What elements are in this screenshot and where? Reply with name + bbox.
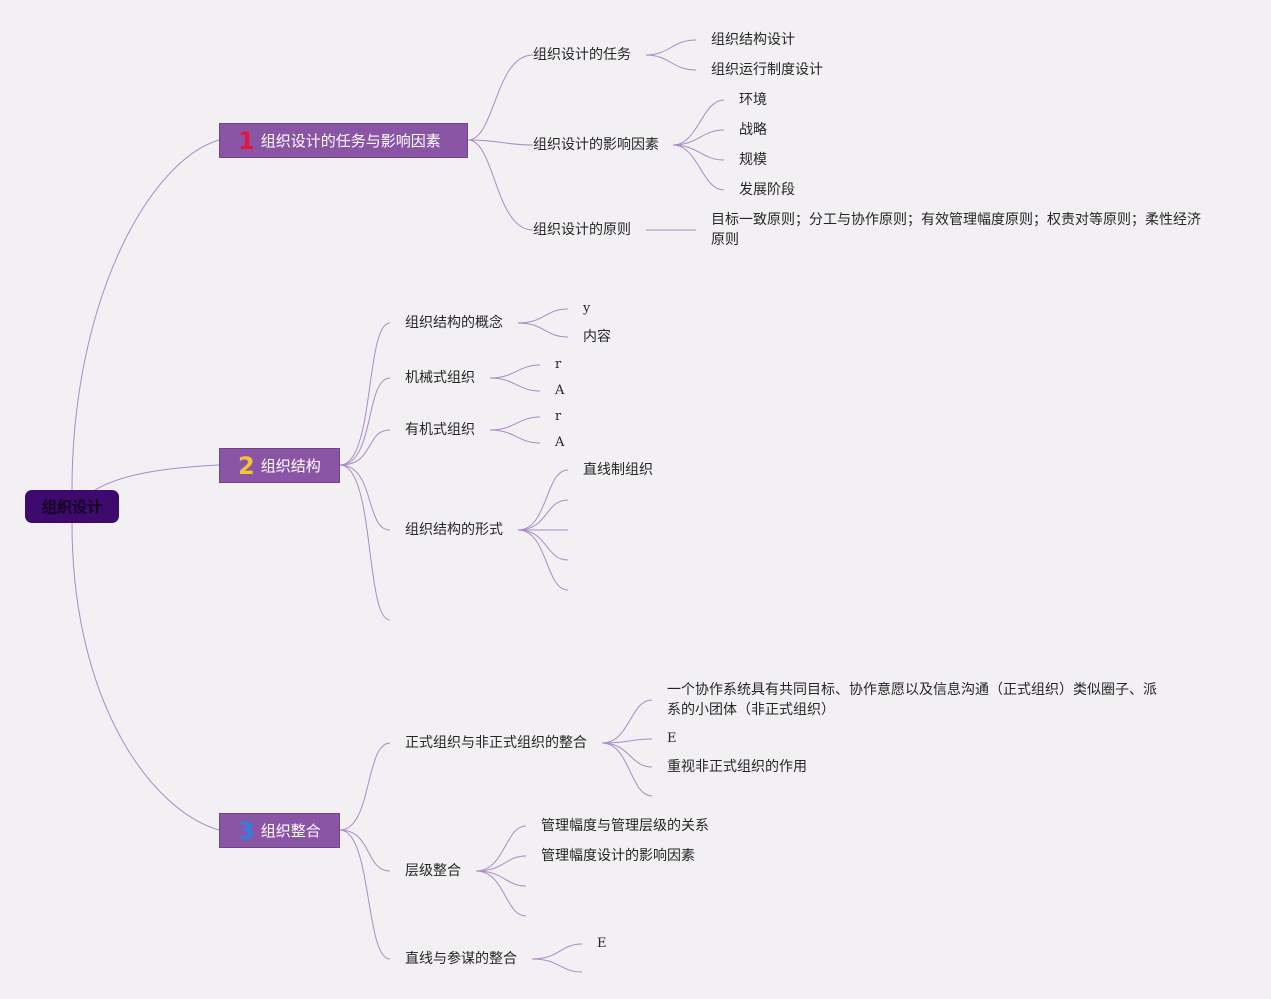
leaf-topic[interactable]: 战略 — [739, 122, 767, 138]
leaf-topic[interactable]: 直线制组织 — [583, 462, 653, 478]
subtopic[interactable]: 组织设计的影响因素 — [533, 137, 659, 153]
leaf-topic[interactable]: 重视非正式组织的作用 — [667, 759, 807, 775]
leaf-topic[interactable]: 目标一致原则；分工与协作原则；有效管理幅度原则；权责对等原则；柔性经济原则 — [711, 212, 1201, 248]
leaf-topic[interactable]: 内容 — [583, 329, 611, 345]
subtopic[interactable]: 层级整合 — [405, 863, 461, 879]
branch-topic-2[interactable]: 2 组织结构 — [219, 448, 340, 483]
subtopic[interactable]: 正式组织与非正式组织的整合 — [405, 735, 587, 751]
subtopic[interactable]: 直线与参谋的整合 — [405, 951, 517, 967]
leaf-topic[interactable]: y — [583, 301, 591, 316]
root-topic-label: 组织设计 — [41, 498, 102, 516]
subtopic[interactable]: 机械式组织 — [405, 370, 475, 386]
leaf-topic[interactable]: A — [555, 383, 565, 398]
leaf-topic[interactable]: r — [555, 357, 562, 372]
leaf-topic[interactable]: 环境 — [739, 92, 767, 108]
leaf-topic[interactable]: 发展阶段 — [739, 182, 795, 198]
branch-topic-label: 组织设计的任务与影响因素 — [260, 132, 441, 150]
leaf-topic[interactable]: A — [555, 435, 565, 450]
leaf-topic[interactable]: 管理幅度设计的影响因素 — [541, 848, 695, 864]
leaf-topic[interactable]: 管理幅度与管理层级的关系 — [541, 818, 709, 834]
leaf-topic[interactable]: E — [597, 936, 607, 951]
branch-number-1: 1 — [238, 126, 255, 155]
leaf-topic[interactable]: E — [667, 731, 677, 746]
subtopic[interactable]: 组织结构的概念 — [405, 315, 503, 331]
root-topic[interactable]: 组织设计 — [25, 490, 119, 523]
leaf-topic[interactable]: 组织运行制度设计 — [711, 62, 823, 78]
leaf-topic[interactable]: r — [555, 409, 562, 424]
subtopic[interactable]: 组织结构的形式 — [405, 522, 503, 538]
subtopic[interactable]: 组织设计的任务 — [533, 47, 631, 63]
branch-topic-3[interactable]: 3 组织整合 — [219, 813, 340, 848]
leaf-topic[interactable]: 规模 — [739, 152, 767, 168]
subtopic[interactable]: 有机式组织 — [405, 422, 475, 438]
branch-number-2: 2 — [238, 451, 255, 480]
leaf-topic[interactable]: 一个协作系统具有共同目标、协作意愿以及信息沟通（正式组织）类似圈子、派系的小团体… — [667, 682, 1157, 718]
subtopic[interactable]: 组织设计的原则 — [533, 222, 631, 238]
branch-number-3: 3 — [238, 816, 255, 845]
branch-topic-label: 组织结构 — [260, 457, 321, 475]
branch-topic-label: 组织整合 — [260, 822, 321, 840]
leaf-topic[interactable]: 组织结构设计 — [711, 32, 795, 48]
branch-topic-1[interactable]: 1 组织设计的任务与影响因素 — [219, 123, 468, 158]
